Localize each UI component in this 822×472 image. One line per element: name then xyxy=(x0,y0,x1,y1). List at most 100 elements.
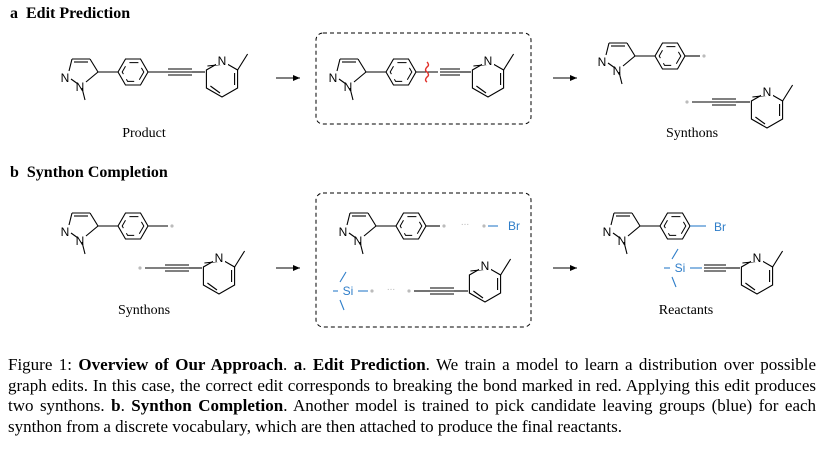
attachment-point xyxy=(407,289,411,293)
pyridine-n-atom: N xyxy=(215,251,224,265)
bond-line xyxy=(367,212,377,227)
aromatic-ring-inner xyxy=(399,216,423,236)
attachment-point xyxy=(170,224,174,228)
arrow-head xyxy=(293,265,300,271)
bond-line xyxy=(473,290,484,299)
bond-line xyxy=(210,85,221,94)
bond-line xyxy=(755,116,766,125)
bond-line xyxy=(348,232,357,239)
bond-line xyxy=(626,42,636,57)
bond-line xyxy=(357,58,367,73)
bond-line xyxy=(363,225,377,237)
bond-line xyxy=(610,212,615,226)
si-leaving-group: Si xyxy=(343,284,354,298)
pyrazole-n-atom: N xyxy=(598,55,607,69)
pyrazole-n-atom: N xyxy=(329,71,338,85)
ellipsis-b: ... xyxy=(387,282,395,293)
n-label-bg xyxy=(216,53,228,65)
bond-line xyxy=(85,225,99,237)
n-label-bg xyxy=(482,53,494,65)
aromatic-ring-inner xyxy=(121,62,145,82)
arrow-head xyxy=(293,75,300,81)
bond-line xyxy=(622,55,636,67)
pyridine-n-atom: N xyxy=(763,85,772,99)
methyl-bond xyxy=(772,250,784,268)
pyrazole-n-methyl-atom: N xyxy=(76,80,85,94)
bond-line xyxy=(607,62,616,69)
pyrazole-n-atom: N xyxy=(61,71,70,85)
br-reactant: Br xyxy=(714,220,726,234)
methyl-bond xyxy=(500,258,512,276)
pyrazole-n-atom: N xyxy=(61,225,70,239)
bond-line xyxy=(70,232,79,239)
figure-caption: Figure 1: Overview of Our Approach. a. E… xyxy=(8,355,817,436)
methyl-bond xyxy=(81,87,86,101)
bond-line xyxy=(476,85,487,94)
completion-box xyxy=(315,192,532,328)
benzene-ring xyxy=(385,58,417,86)
methyl-bond xyxy=(359,241,364,255)
aromatic-ring-inner xyxy=(658,46,682,66)
arrow-head xyxy=(570,265,577,271)
methyl-bond xyxy=(234,250,246,268)
synthons-label-a: Synthons xyxy=(665,126,719,141)
bond-line xyxy=(627,225,641,237)
benzene-ring xyxy=(659,212,691,240)
product-label: Product xyxy=(122,126,166,141)
methyl-bond xyxy=(782,84,794,102)
bond-line xyxy=(631,212,641,227)
reactants-label: Reactants xyxy=(658,303,714,318)
pyrazole-n-atom: N xyxy=(339,225,348,239)
synthons-label-b: Synthons xyxy=(117,303,171,318)
aromatic-ring-inner xyxy=(121,216,145,236)
bond-line xyxy=(353,71,367,83)
pyridine-n-atom: N xyxy=(481,259,490,273)
bond-line xyxy=(85,71,99,83)
n-label-bg xyxy=(761,84,773,96)
methyl-bond xyxy=(349,87,354,101)
bond-line xyxy=(68,212,73,226)
bond-line xyxy=(745,282,756,291)
pyridine-n-atom: N xyxy=(218,54,227,68)
n-label-bg xyxy=(751,250,763,262)
edit-box xyxy=(315,32,532,125)
aromatic-ring-inner xyxy=(663,216,687,236)
attachment-point xyxy=(370,289,374,293)
pyrazole-n-methyl-atom: N xyxy=(344,80,353,94)
pyrazole-n-atom: N xyxy=(603,225,612,239)
bond-line xyxy=(346,212,351,226)
br-leaving-group: Br xyxy=(508,219,520,233)
broken-bond-mark xyxy=(424,61,430,83)
bond-line xyxy=(68,58,73,72)
methyl-bond xyxy=(237,53,249,71)
bond-line xyxy=(70,78,79,85)
bond-line xyxy=(338,78,347,85)
bond-line xyxy=(605,42,610,56)
bond-line xyxy=(89,212,99,227)
benzene-ring xyxy=(395,212,427,240)
pyridine-n-atom: N xyxy=(484,54,493,68)
attachment-point xyxy=(138,266,142,270)
aromatic-ring-inner xyxy=(389,62,413,82)
methyl-bond xyxy=(503,53,515,71)
benzene-ring xyxy=(117,58,149,86)
n-label-bg xyxy=(213,250,225,262)
benzene-ring xyxy=(654,42,686,70)
pyridine-n-atom: N xyxy=(753,251,762,265)
leaving-group-bond xyxy=(339,271,347,283)
bond-line xyxy=(336,58,341,72)
attachment-point xyxy=(442,224,446,228)
attachment-point xyxy=(702,54,706,58)
si-reactant: Si xyxy=(675,261,686,275)
bond-line xyxy=(89,58,99,73)
pyrazole-n-methyl-atom: N xyxy=(618,234,627,248)
methyl-bond xyxy=(623,241,628,255)
leaving-group-bond xyxy=(671,276,677,288)
attachment-point xyxy=(482,224,486,228)
benzene-ring xyxy=(117,212,149,240)
methyl-bond xyxy=(81,241,86,255)
pyrazole-n-methyl-atom: N xyxy=(354,234,363,248)
leaving-group-bond xyxy=(339,299,345,311)
